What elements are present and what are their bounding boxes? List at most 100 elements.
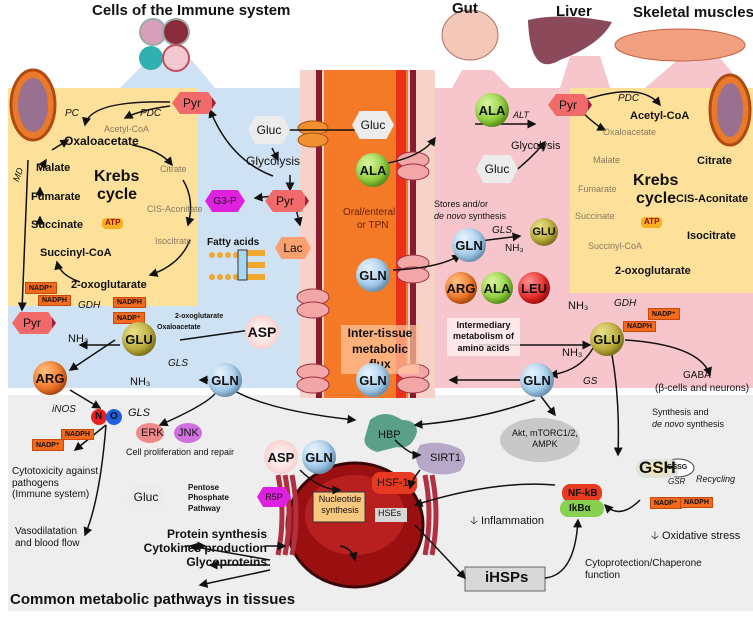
inflammation-label: 🡣 Inflammation: [470, 515, 544, 527]
oral-label: Oral/enteral: [343, 207, 396, 218]
nadp-plus-tag-no: NADP⁺: [32, 439, 64, 451]
nadp-plus-tag-right: NADP⁺: [648, 308, 680, 320]
cytotoxicity-label: Cytotoxicity against pathogens (Immune s…: [12, 466, 99, 500]
pc-label: PC: [65, 108, 79, 119]
oxaloacetate-small: Oxaloacetate: [157, 324, 201, 331]
cytoprotection-label: Cytoprotection/Chaperone function: [585, 558, 702, 581]
nh3-label: NH₃: [68, 333, 89, 345]
glu-node-immune: GLU: [122, 322, 156, 356]
isocitrate-label-right: Isocitrate: [687, 230, 736, 242]
gut-callout: [452, 70, 510, 88]
gssg-label: GSSG: [667, 464, 688, 471]
gluc-node: Gluc: [248, 116, 290, 144]
arg-node-immune: ARG: [33, 361, 67, 395]
atp-icon-right: ATP: [641, 217, 663, 228]
down-arrow-icon: 🡣: [470, 515, 481, 527]
oxaloacetate-label-right: Oxaloacetate: [603, 127, 657, 137]
outputs-list: Protein synthesis Cytokines production G…: [143, 527, 267, 569]
nitric-oxide-n: [91, 409, 107, 425]
liver-heading: Liver: [556, 3, 592, 20]
citrate-label-right: Citrate: [697, 155, 732, 167]
inos-label: iNOS: [52, 404, 76, 415]
gdh-label: GDH: [78, 300, 101, 311]
fumarate-label: Fumarate: [31, 191, 81, 203]
vasodilatation-label: Vasodilatation and blood flow: [15, 526, 80, 549]
liver-icon: [528, 16, 612, 65]
oxaloacetate-label: Oxaloacetate: [64, 134, 139, 148]
nadph-tag: NADPH: [38, 295, 71, 306]
nfkb-shape: [562, 484, 602, 502]
cis-aconitate-label: CIS-Aconitate: [147, 204, 203, 214]
immune-cell-icon: [162, 18, 190, 46]
oxidative-stress-label: 🡣 Oxidative stress: [651, 530, 741, 542]
succinate-label-right: Succinate: [575, 211, 615, 221]
gln-node-stores: GLN: [452, 228, 486, 262]
acetyl-coa-label-right: Acetyl-CoA: [630, 110, 690, 122]
fumarate-label-right: Fumarate: [578, 184, 617, 194]
intermediary-box: Intermediary metabolism of amino acids: [447, 318, 521, 356]
down-arrow-icon: 🡣: [651, 530, 662, 542]
g3p-node: G3-P: [205, 190, 245, 212]
arg-node-organ: ARG: [445, 272, 477, 304]
gaba-label: GABA: [683, 370, 711, 381]
gln-node-vessel: GLN: [356, 258, 390, 292]
gut-heading: Gut: [452, 0, 478, 17]
krebs-title-right-2: cycle: [636, 190, 677, 207]
ikba-label: IkBα: [569, 503, 591, 514]
nh3-label-organ-a: NH₃: [568, 300, 589, 312]
akt-mtorc-ampk-label: Akt, mTORC1/2, AMPK: [512, 428, 578, 449]
gs-label: GS: [583, 376, 598, 387]
ala-node-vessel: ALA: [356, 153, 390, 187]
gln-node-immune: GLN: [208, 363, 242, 397]
ihsps-label: iHSPs: [485, 569, 529, 586]
gsh-node: GSH: [636, 458, 679, 478]
asp-node-common: ASP: [264, 440, 298, 474]
isocitrate-label: Isocitrate: [155, 236, 192, 246]
common-heading: Common metabolic pathways in tissues: [10, 591, 296, 608]
ala-node-organ: ALA: [475, 93, 509, 127]
sirt1-shape: [416, 442, 465, 475]
gluc-node-organ: Gluc: [476, 155, 518, 183]
succinyl-coa-label: Succinyl-CoA: [40, 247, 112, 259]
gln-node-vessel-bottom: GLN: [356, 363, 390, 397]
liver-callout: [560, 56, 610, 88]
glycolysis-label: Glycolysis: [246, 154, 301, 168]
nh3-label-2: NH₃: [130, 376, 151, 388]
malate-label-right: Malate: [593, 155, 621, 165]
atp-icon: ATP: [102, 218, 124, 229]
gdh-label-right: GDH: [614, 298, 637, 309]
nh3-label-organ-b: NH₃: [562, 347, 583, 359]
oxoglutarate-small: 2-oxoglutarate: [175, 313, 224, 320]
leu-node: LEU: [518, 272, 550, 304]
cell-proliferation-label: Cell proliferation and repair: [126, 447, 235, 457]
oxoglutarate-label-right: 2-oxoglutarate: [615, 265, 691, 277]
krebs-title-2: cycle: [97, 186, 138, 203]
citrate-label: Citrate: [160, 164, 187, 174]
jnk-shape: [174, 423, 202, 443]
gut-icon: [441, 9, 499, 61]
lac-node: Lac: [275, 237, 311, 259]
recycling-label: Recycling: [696, 474, 736, 484]
nucleotide-synthesis-label: Nucleotide synthesis: [318, 494, 362, 515]
nadp-plus-tag: NADP⁺: [25, 282, 57, 294]
pyr-node-organ: Pyr: [548, 94, 592, 116]
erk-label: ERK: [141, 427, 164, 439]
gls-label: GLS: [168, 358, 189, 369]
muscle-heading: Skeletal muscles: [633, 4, 753, 21]
hbp-shape: [364, 414, 417, 452]
gln-node-common: GLN: [302, 440, 336, 474]
nadph-tag-gsh: NADPH: [680, 497, 713, 508]
sirt1-label: SIRT1: [430, 452, 461, 464]
nadp-plus-tag-2: NADP⁺: [113, 312, 145, 324]
gls-label-common: GLS: [128, 407, 151, 419]
stores-label: Stores and/or: [434, 199, 489, 209]
gluc-node-common: Gluc: [125, 483, 167, 511]
pdc-label: PDC: [140, 108, 162, 119]
oxoglutarate-label: 2-oxoglutarate: [71, 279, 147, 291]
erk-shape: [136, 423, 164, 443]
succinate-label: Succinate: [31, 219, 83, 231]
ala-node-organ-2: ALA: [481, 272, 513, 304]
immune-heading: Cells of the Immune system: [92, 2, 291, 19]
hsf1-shape: [372, 472, 417, 494]
nadph-tag-no: NADPH: [61, 429, 94, 440]
